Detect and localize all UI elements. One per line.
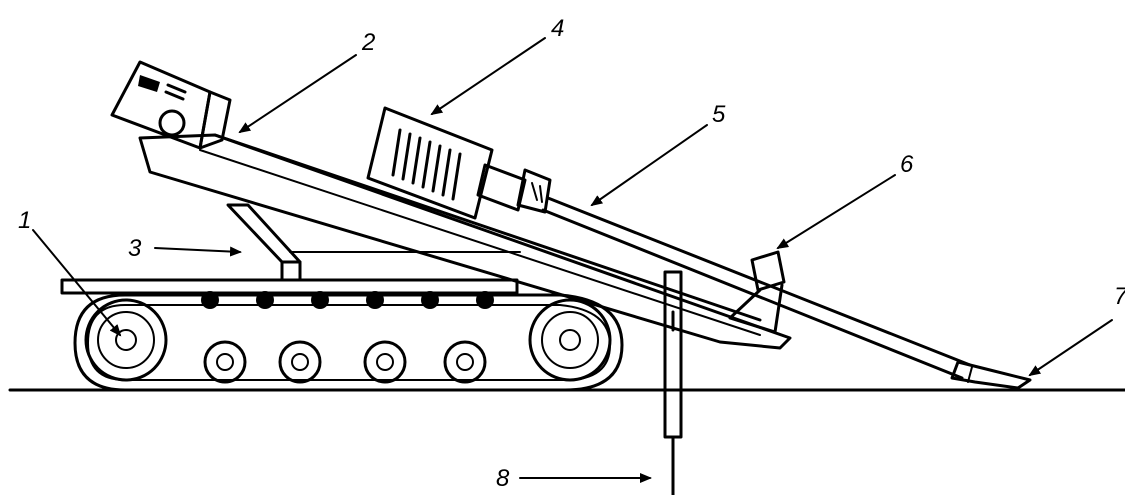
callout-6: 6 (900, 151, 914, 178)
callout-4: 4 (551, 15, 564, 42)
drill-rod (541, 196, 972, 380)
callout-2: 2 (361, 29, 375, 56)
leader-arrows (32, 37, 1113, 483)
callout-5: 5 (712, 101, 726, 128)
crawler-track (73, 291, 624, 392)
lift-strut (226, 203, 521, 282)
chassis-deck (60, 278, 519, 295)
rotary-drive-unit (366, 106, 552, 220)
callout-8: 8 (496, 465, 510, 492)
rod-guide (728, 250, 786, 334)
callout-7: 7 (1114, 283, 1125, 310)
drill-head (950, 360, 1032, 390)
callout-1: 1 (18, 207, 31, 234)
inclined-frame (138, 133, 792, 350)
locator-probe (663, 270, 683, 495)
control-cabin (110, 60, 232, 150)
callout-3: 3 (128, 235, 142, 262)
